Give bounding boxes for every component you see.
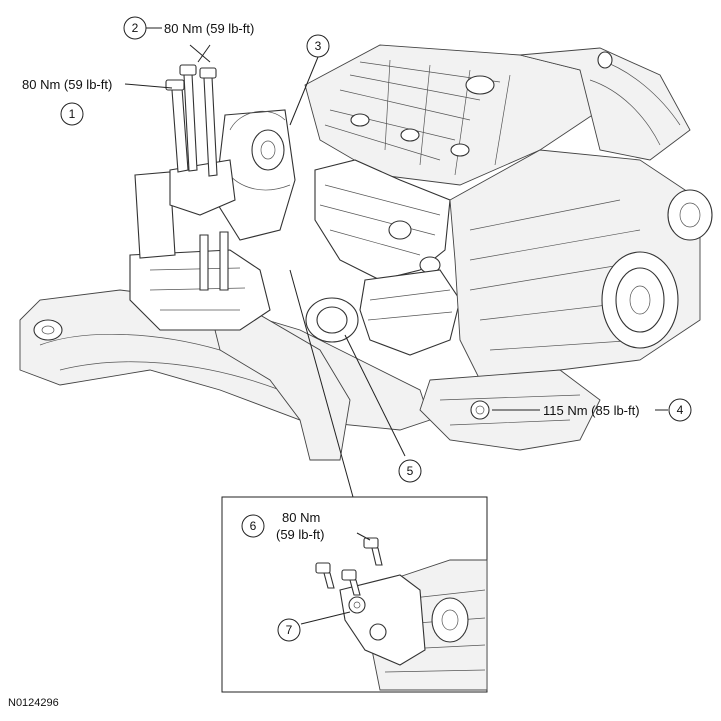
callout-3: 3 — [306, 34, 330, 58]
callout-6-torque-line2: (59 lb-ft) — [276, 527, 324, 542]
bolt-4 — [470, 400, 490, 420]
leader-lines — [124, 27, 668, 625]
frame-member — [209, 309, 351, 461]
callout-5: 5 — [398, 459, 422, 483]
callout-7-number: 7 — [286, 623, 293, 637]
callout-4: 115 Nm (85 lb-ft) 4 — [543, 398, 692, 422]
callout-5-number: 5 — [407, 464, 414, 478]
callout-1-number: 1 — [69, 107, 76, 121]
bolt-6b — [315, 562, 335, 589]
bolt-6c — [341, 569, 361, 596]
callout-3-number: 3 — [315, 39, 322, 53]
callout-4-torque: 115 Nm (85 lb-ft) — [543, 403, 640, 418]
mount-bracket — [339, 574, 426, 666]
engine-illustration — [19, 44, 713, 461]
callout-6-number: 6 — [250, 519, 257, 533]
callout-1-torque: 80 Nm (59 lb-ft) — [22, 77, 112, 92]
upper-bracket — [169, 159, 236, 216]
callout-2-number: 2 — [132, 21, 139, 35]
callout-2-torque: 80 Nm (59 lb-ft) — [164, 21, 254, 36]
bolt-2b — [203, 76, 218, 177]
callout-2: 2 80 Nm (59 lb-ft) — [123, 16, 254, 40]
inset-detail — [221, 496, 488, 693]
figure-id: N0124296 — [8, 697, 59, 709]
callout-6-torque-line1: 80 Nm — [282, 510, 320, 525]
callout-6: 6 80 Nm (59 lb-ft) — [241, 510, 324, 542]
valve-cover — [304, 44, 601, 186]
bolt-6a — [363, 537, 383, 566]
callout-7: 7 — [277, 618, 301, 642]
catalytic-converter — [359, 269, 461, 356]
callout-4-number: 4 — [677, 403, 684, 417]
callout-1: 80 Nm (59 lb-ft) 1 — [22, 77, 112, 126]
